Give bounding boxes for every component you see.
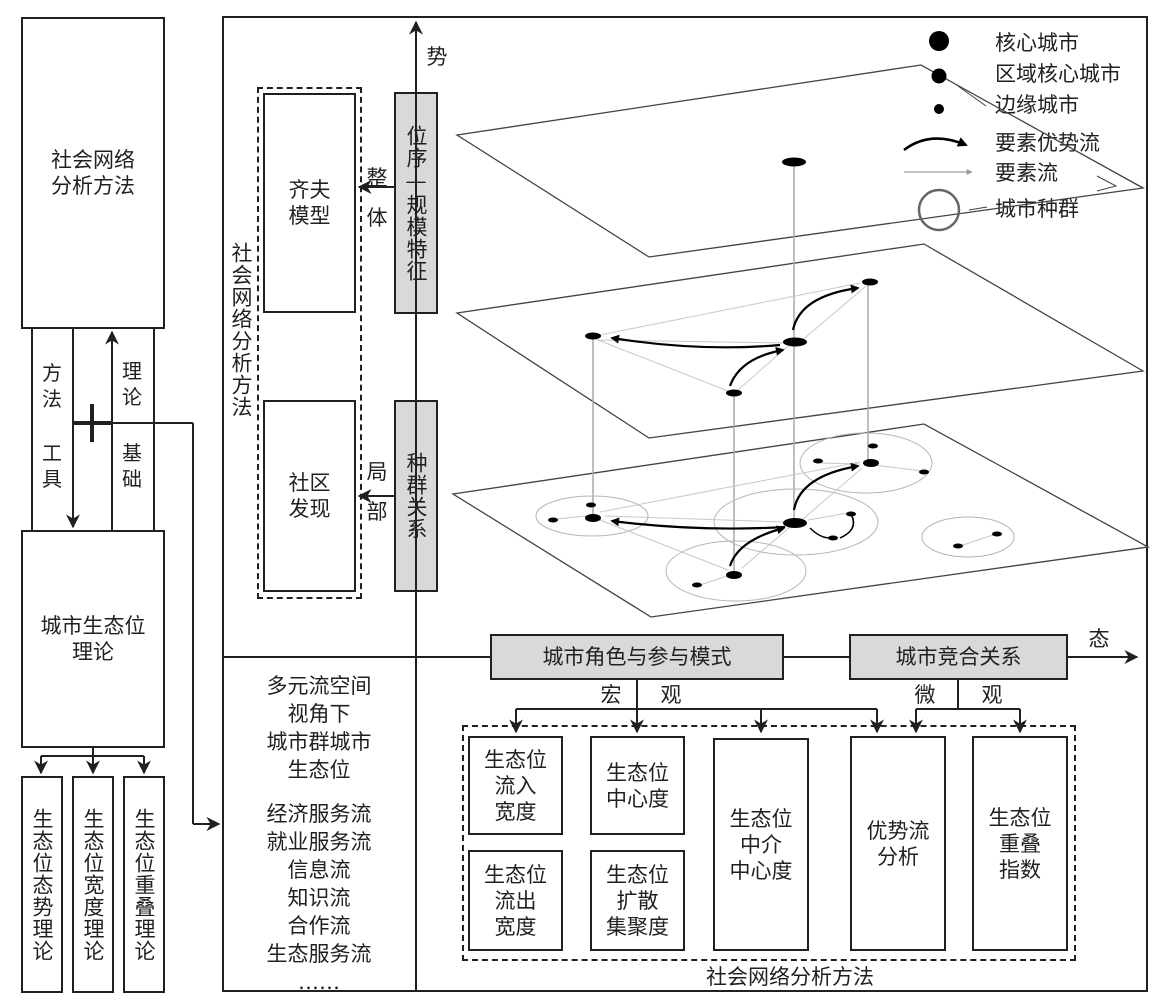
niche-situation-theory-label: 生态位态势理论 (30, 807, 54, 962)
niche-situation-theory-box: 生态位态势理论 (21, 776, 63, 993)
legend-label-dominant-flow: 要素优势流 (995, 131, 1100, 155)
urban-niche-theory-box: 城市生态位 理论 (21, 530, 165, 748)
niche-betweenness-box: 生态位 中介 中心度 (713, 738, 809, 951)
sna-method-box: 社会网络 分析方法 (21, 17, 165, 329)
city-coopetition-label: 城市竞合关系 (895, 645, 1022, 669)
sna-method-label: 社会网络 分析方法 (51, 148, 135, 198)
potential-axis-label: 势 (426, 45, 448, 69)
niche-overlap-index-label: 生态位 重叠 指数 (988, 805, 1052, 882)
macro-label-1: 宏 (600, 683, 622, 707)
sna-caption: 社会网络分析方法 (706, 965, 874, 989)
niche-centrality-box: 生态位 中心度 (590, 736, 685, 835)
sna-vertical-label: 社会网络分析方法 (229, 242, 253, 418)
method-tool-channel (31, 327, 74, 532)
legend-label-edge-city: 边缘城市 (995, 93, 1079, 117)
tool-label: 工具 (42, 441, 62, 491)
dominant-flow-analysis-box: 优势流 分析 (850, 736, 946, 951)
local-label: 局 部 (366, 460, 388, 524)
dominant-flow-analysis-label: 优势流 分析 (866, 818, 930, 869)
city-role-participation-box: 城市角色与参与模式 (490, 634, 784, 680)
niche-inflow-breadth-label: 生态位 流入 宽度 (484, 747, 547, 824)
niche-diffusion-agglomeration-box: 生态位 扩散 集聚度 (590, 850, 685, 951)
niche-overlap-index-box: 生态位 重叠 指数 (972, 736, 1068, 951)
niche-centrality-label: 生态位 中心度 (606, 760, 669, 811)
community-detection-box: 社区 发现 (263, 400, 356, 592)
urban-niche-theory-label: 城市生态位 理论 (40, 614, 146, 664)
niche-breadth-theory-label: 生态位宽度理论 (81, 807, 105, 962)
flow-type-list: 经济服务流 就业服务流 信息流 知识流 合作流 生态服务流 …… (266, 802, 372, 994)
legend-label-element-flow: 要素流 (995, 161, 1058, 185)
niche-overlap-theory-box: 生态位重叠理论 (123, 776, 165, 993)
population-relation-box: 种群关系 (394, 400, 438, 592)
zipf-model-box: 齐夫 模型 (263, 93, 356, 313)
micro-label-2: 观 (981, 683, 1003, 707)
sna-dashed-group (257, 87, 362, 599)
method-label: 方法 (42, 361, 62, 411)
legend-label-core-city: 核心城市 (995, 31, 1079, 55)
macro-label-2: 观 (660, 683, 682, 707)
niche-outflow-breadth-label: 生态位 流出 宽度 (484, 862, 547, 939)
state-axis-label: 态 (1088, 627, 1110, 651)
niche-inflow-breadth-box: 生态位 流入 宽度 (468, 736, 563, 835)
multi-flow-perspective-title: 多元流空间 视角下 城市群城市 生态位 (266, 674, 372, 782)
population-relation-label: 种群关系 (404, 452, 428, 540)
niche-betweenness-label: 生态位 中介 中心度 (729, 806, 793, 883)
zipf-model-label: 齐夫 模型 (288, 178, 331, 228)
sna-vertical-label-wrap: 社会网络分析方法 (228, 200, 254, 460)
legend-label-regional-core-city: 区域核心城市 (995, 62, 1121, 86)
city-coopetition-box: 城市竞合关系 (849, 634, 1068, 680)
overall-label: 整 体 (366, 166, 388, 230)
rank-size-feature-label: 位序—规模特征 (404, 124, 428, 282)
niche-diffusion-agglomeration-label: 生态位 扩散 集聚度 (606, 862, 669, 939)
basis-label: 基础 (122, 441, 142, 491)
theory-basis-channel (112, 327, 155, 532)
rank-size-feature-box: 位序—规模特征 (394, 92, 438, 314)
niche-outflow-breadth-box: 生态位 流出 宽度 (468, 850, 563, 951)
niche-breadth-theory-box: 生态位宽度理论 (72, 776, 114, 993)
niche-overlap-theory-label: 生态位重叠理论 (132, 807, 156, 962)
city-role-participation-label: 城市角色与参与模式 (542, 645, 732, 669)
micro-label-1: 微 (914, 683, 936, 707)
theory-label: 理论 (122, 359, 142, 409)
legend-label-city-population: 城市种群 (995, 197, 1079, 221)
community-detection-label: 社区 发现 (288, 471, 331, 521)
indicator-dashed-group (462, 725, 1076, 961)
